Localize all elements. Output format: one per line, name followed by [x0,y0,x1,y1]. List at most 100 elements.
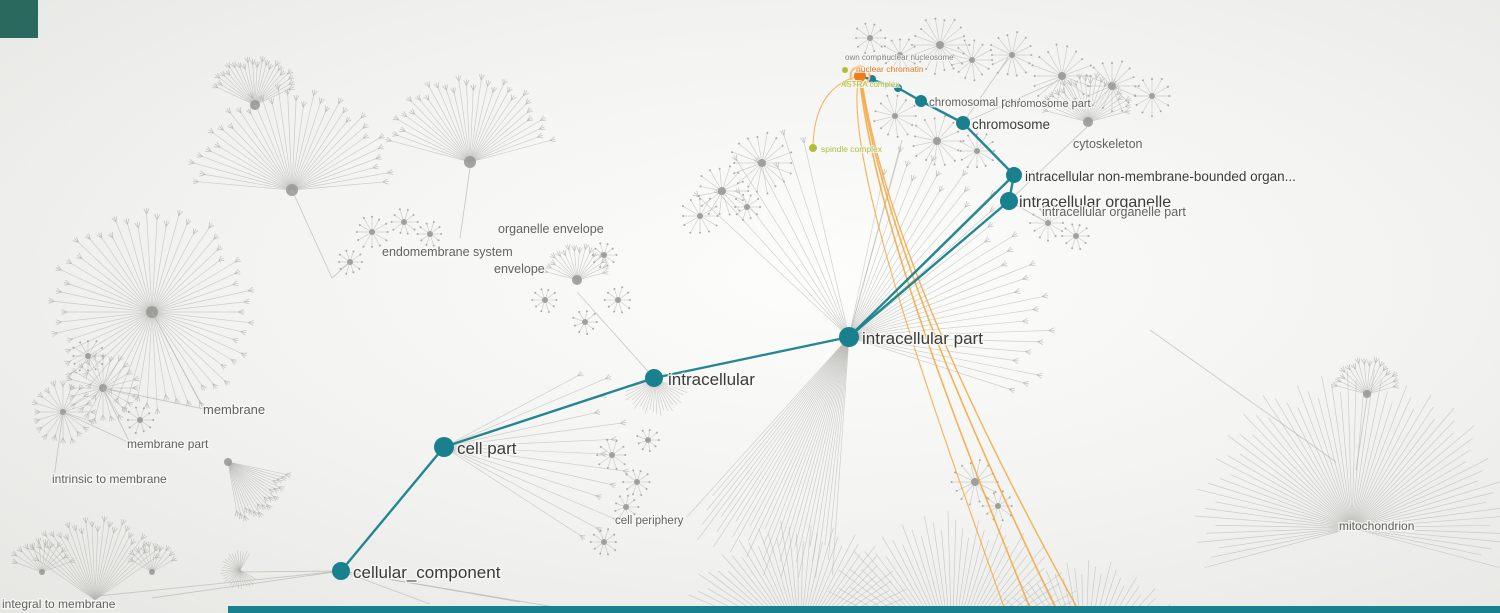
corner-square [0,0,38,38]
label-intrinsic-to-membrane[interactable]: intrinsic to membrane [51,471,169,488]
fan-hub-node[interactable] [1149,93,1155,99]
fan-hub-node[interactable] [623,504,629,510]
fan-hub-node[interactable] [401,219,407,225]
node-cell-part[interactable] [434,437,454,457]
label-cytoskeleton[interactable]: cytoskeleton [1072,136,1145,153]
label-membrane[interactable]: membrane [202,401,267,419]
node-intracellular-part[interactable] [839,327,859,347]
label-own-complex[interactable]: own complex [844,52,893,63]
node-chromosomal-part[interactable] [915,95,927,107]
label-intracellular[interactable]: intracellular [667,369,757,391]
node-chromatin-link[interactable] [894,84,902,92]
fan-hub-node[interactable] [1083,117,1093,127]
graph-edge [331,261,351,279]
fan-hub-node[interactable] [1058,72,1066,80]
collapsed-subtree-fan [126,406,155,434]
graph-edge [576,291,655,379]
collapsed-subtree-fan [730,131,793,195]
node-chromosome[interactable] [956,116,970,130]
fan-hub-node[interactable] [149,569,155,575]
fan-hub-node[interactable] [542,297,548,303]
collapsed-subtree-fan [596,438,627,470]
label-astra-complex[interactable]: ASTRA complex [840,79,900,90]
node-spindle-complex[interactable] [809,144,817,152]
label-mitochondrion[interactable]: mitochondrion [1338,518,1416,535]
label-intracellular-organelle[interactable]: intracellular organelle [1018,193,1173,213]
collapsed-subtree-fan [686,336,850,578]
fan-hub-node[interactable] [39,569,45,575]
label-envelope[interactable]: envelope [493,261,547,278]
label-nuclear-nucleosome[interactable]: nuclear nucleosome [881,52,955,63]
fan-hub-node[interactable] [601,252,607,258]
fan-hub-node[interactable] [601,539,607,545]
graph-edge [459,167,471,239]
fan-hub-node[interactable] [697,213,703,219]
fan-hub-node[interactable] [224,458,232,466]
fan-hub-node[interactable] [897,52,903,58]
fan-hub-node[interactable] [1363,390,1371,398]
fan-hub-node[interactable] [1009,52,1015,58]
label-nuclear-chromatin[interactable]: nuclear chromatin [855,63,925,75]
fan-hub-node[interactable] [969,57,975,63]
graph-edge [97,570,342,597]
collapsed-subtree-fan [636,429,660,453]
fan-hub-node[interactable] [867,35,873,41]
label-intracellular-organelle-part[interactable]: intracellular organelle part [1041,204,1188,221]
node-astra-complex[interactable] [843,81,849,87]
label-intracellular-non-membrane-bounded-organ[interactable]: intracellular non-membrane-bounded organ… [1024,168,1298,186]
label-cell-part[interactable]: cell part [456,438,519,460]
fan-hub-node[interactable] [369,229,375,235]
fan-hub-node[interactable] [758,159,766,167]
node-green-top[interactable] [842,67,848,73]
collapsed-subtree-fan [873,94,917,138]
collapsed-subtree-fan [541,243,609,285]
collapsed-subtree-fan [614,494,640,521]
fan-hub-node[interactable] [464,156,476,168]
label-chromosome-part[interactable]: chromosome part [1004,97,1093,112]
fan-hub-node[interactable] [971,478,979,486]
fan-hub-node[interactable] [85,353,91,359]
fan-hub-node[interactable] [427,231,433,237]
fan-hub-node[interactable] [250,100,260,110]
label-endomembrane-system[interactable]: endomembrane system [381,244,515,261]
node-intracellular[interactable] [645,369,663,387]
label-cell-periphery[interactable]: cell periphery [614,514,686,529]
label-integral-to-membrane[interactable]: integral to membrane [1,596,118,613]
fan-hub-node[interactable] [615,297,621,303]
collapsed-subtree-fan [688,521,917,613]
node-cellular-component[interactable] [332,562,350,580]
graph-edge [848,139,903,338]
fan-hub-node[interactable] [1108,82,1116,90]
node-nuclear-chromatin[interactable] [854,70,866,82]
fan-hub-node[interactable] [609,452,615,458]
label-membrane-part[interactable]: membrane part [126,436,211,453]
fan-hub-node[interactable] [137,417,143,423]
fan-hub-node[interactable] [974,148,980,154]
fan-hub-node[interactable] [995,503,1001,509]
label-intracellular-part[interactable]: intracellular part [861,328,985,350]
collapsed-subtree-fan [1195,369,1500,568]
node-intracellular-organelle[interactable] [1000,192,1018,210]
label-chromosome[interactable]: chromosome [971,116,1052,134]
label-chromosomal-part[interactable]: chromosomal part [928,96,1024,111]
label-organelle-envelope[interactable]: organelle envelope [497,221,606,238]
fan-hub-node[interactable] [744,204,750,210]
node-intracellular-non-membrane-bounded-organelle[interactable] [1006,167,1022,183]
label-spindle-complex[interactable]: spindle complex [820,143,884,155]
fan-hub-node[interactable] [1073,233,1079,239]
label-cellular-component[interactable]: cellular_component [352,562,503,584]
fan-hub-node[interactable] [634,479,640,485]
fan-hub-node[interactable] [892,113,898,119]
collapsed-subtree-fan [681,197,719,234]
fan-hub-node[interactable] [933,137,941,145]
fan-hub-node[interactable] [582,319,588,325]
fan-hub-node[interactable] [718,187,726,195]
highlighted-path-edge [442,376,656,449]
orange-edge-layer [812,76,1081,613]
fan-hub-node[interactable] [936,41,944,49]
fan-hub-node[interactable] [645,437,651,443]
fan-hub-node[interactable] [572,275,582,285]
